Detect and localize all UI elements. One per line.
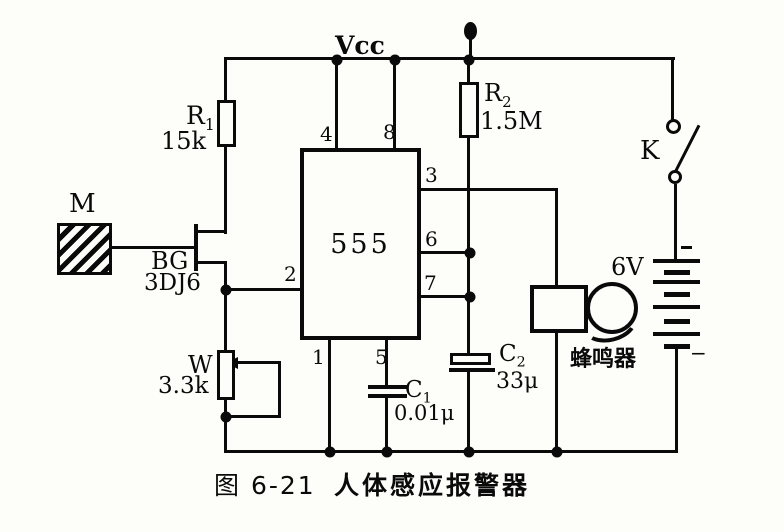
wire-fet-source	[196, 261, 227, 264]
switch-upper-contact	[666, 119, 681, 134]
figure-caption-number: 图 6-21	[214, 471, 316, 500]
pin-3-label: 3	[425, 163, 438, 187]
capacitor-c1-plate-bottom	[368, 394, 407, 398]
wire-r1-bottom-lead	[224, 145, 227, 234]
pot-value-label: 3.3k	[158, 373, 209, 399]
wire-fet-gate	[110, 246, 196, 249]
fet-ref-label: BG	[151, 247, 189, 275]
buzzer-label: 蜂鸣器	[570, 347, 637, 372]
wire-pin2	[225, 288, 301, 291]
wire-pin3	[421, 188, 558, 191]
supply-terminal-dot	[464, 22, 477, 40]
wire-c1-bottom-lead	[385, 397, 388, 452]
wire-battery-bottom	[675, 345, 678, 452]
battery-plate-long-4	[653, 332, 700, 336]
wire-r2-top-lead	[467, 57, 470, 83]
pot-ref-label: W	[188, 351, 213, 379]
wire-switch-top	[671, 57, 674, 120]
wire-pin7	[421, 295, 470, 298]
junction-vcc-pin8	[389, 54, 401, 66]
battery-plate-short-2	[664, 292, 690, 297]
r1-value-label: 15k	[161, 127, 207, 155]
wire-supply-terminal-stub	[469, 36, 472, 60]
r2-ref-label: R2	[484, 79, 512, 111]
junction-vcc-r2	[463, 54, 475, 66]
c2-ref-label: C2	[499, 341, 526, 371]
junction-vcc-pin4	[331, 54, 343, 66]
pin-2-label: 2	[284, 262, 297, 286]
capacitor-c2-plate-pos	[450, 353, 491, 365]
wire-ground-rail	[224, 450, 678, 453]
junction-ground-c1	[381, 446, 393, 458]
capacitor-c2-plate-neg	[449, 368, 495, 372]
junction-pin6-r2	[464, 247, 476, 259]
wire-pot-bottom-lead	[224, 398, 227, 453]
wire-switch-bottom	[674, 184, 677, 262]
wire-buzzer-bottom	[555, 331, 558, 452]
junction-pin7-r2	[464, 291, 476, 303]
capacitor-c1-plate-top	[368, 385, 407, 389]
wire-pin5	[385, 338, 388, 385]
wire-buzzer-top	[555, 188, 558, 287]
battery-plate-long-3	[653, 305, 700, 309]
wire-pin1	[328, 338, 331, 452]
pin-7-label: 7	[424, 271, 437, 295]
induction-plate-m	[57, 223, 112, 275]
wire-fet-drain	[196, 230, 227, 233]
wire-r1-top-lead	[224, 57, 227, 102]
pin-4-label: 4	[320, 122, 333, 146]
buzzer-coil-circle	[586, 282, 638, 334]
battery-voltage-label: 6V	[611, 253, 644, 281]
pin-1-label: 1	[312, 345, 325, 369]
battery-plate-long-2	[653, 280, 700, 284]
junction-gate-source-pin2	[220, 284, 232, 296]
c2-value-label: 33μ	[496, 369, 539, 394]
battery-polarity-dash	[681, 246, 692, 249]
figure-caption-title: 人体感应报警器	[334, 471, 531, 500]
battery-minus-label: −	[690, 341, 707, 365]
wire-source-down	[224, 261, 227, 352]
battery-plate-short-1	[664, 270, 690, 275]
fet-gate-bar	[194, 224, 198, 271]
wire-pot-wiper-return	[225, 415, 281, 418]
pin-6-label: 6	[425, 227, 438, 251]
vcc-label: Vcc	[335, 31, 385, 60]
wire-pin6	[421, 251, 470, 254]
junction-ground-pin1	[324, 446, 336, 458]
wire-pin4	[335, 57, 338, 148]
junction-pot-wiper	[220, 411, 232, 423]
c1-ref-label: C1	[405, 377, 432, 407]
pin-8-label: 8	[383, 120, 396, 144]
pin-5-label: 5	[375, 345, 388, 369]
wire-pin8	[393, 57, 396, 148]
r1-ref-label: R1	[186, 101, 215, 134]
wire-r2-bottom-lead	[467, 136, 470, 354]
resistor-r2-body	[459, 82, 479, 138]
buzzer-box	[530, 285, 588, 333]
battery-plate-short-4	[664, 344, 690, 349]
resistor-r1-body	[217, 100, 236, 147]
wire-top-rail	[225, 57, 675, 60]
ic-555-body	[300, 148, 421, 340]
m-plate-label: M	[69, 189, 96, 219]
switch-k-label: K	[640, 136, 660, 166]
battery-plate-long-1	[653, 259, 700, 263]
wire-c2-bottom-lead	[467, 372, 470, 452]
fet-model-label: 3DJ6	[144, 270, 201, 296]
wire-pot-wiper-h	[238, 361, 281, 364]
junction-ground-buzzer	[551, 446, 563, 458]
r2-value-label: 1.5M	[480, 107, 543, 135]
potentiometer-w-body	[217, 350, 235, 400]
junction-ground-c2	[463, 446, 475, 458]
ic-555-label: 555	[330, 229, 391, 260]
c1-value-label: 0.01μ	[394, 401, 455, 425]
battery-plate-short-3	[664, 319, 690, 324]
wire-pot-wiper-v	[278, 361, 281, 418]
